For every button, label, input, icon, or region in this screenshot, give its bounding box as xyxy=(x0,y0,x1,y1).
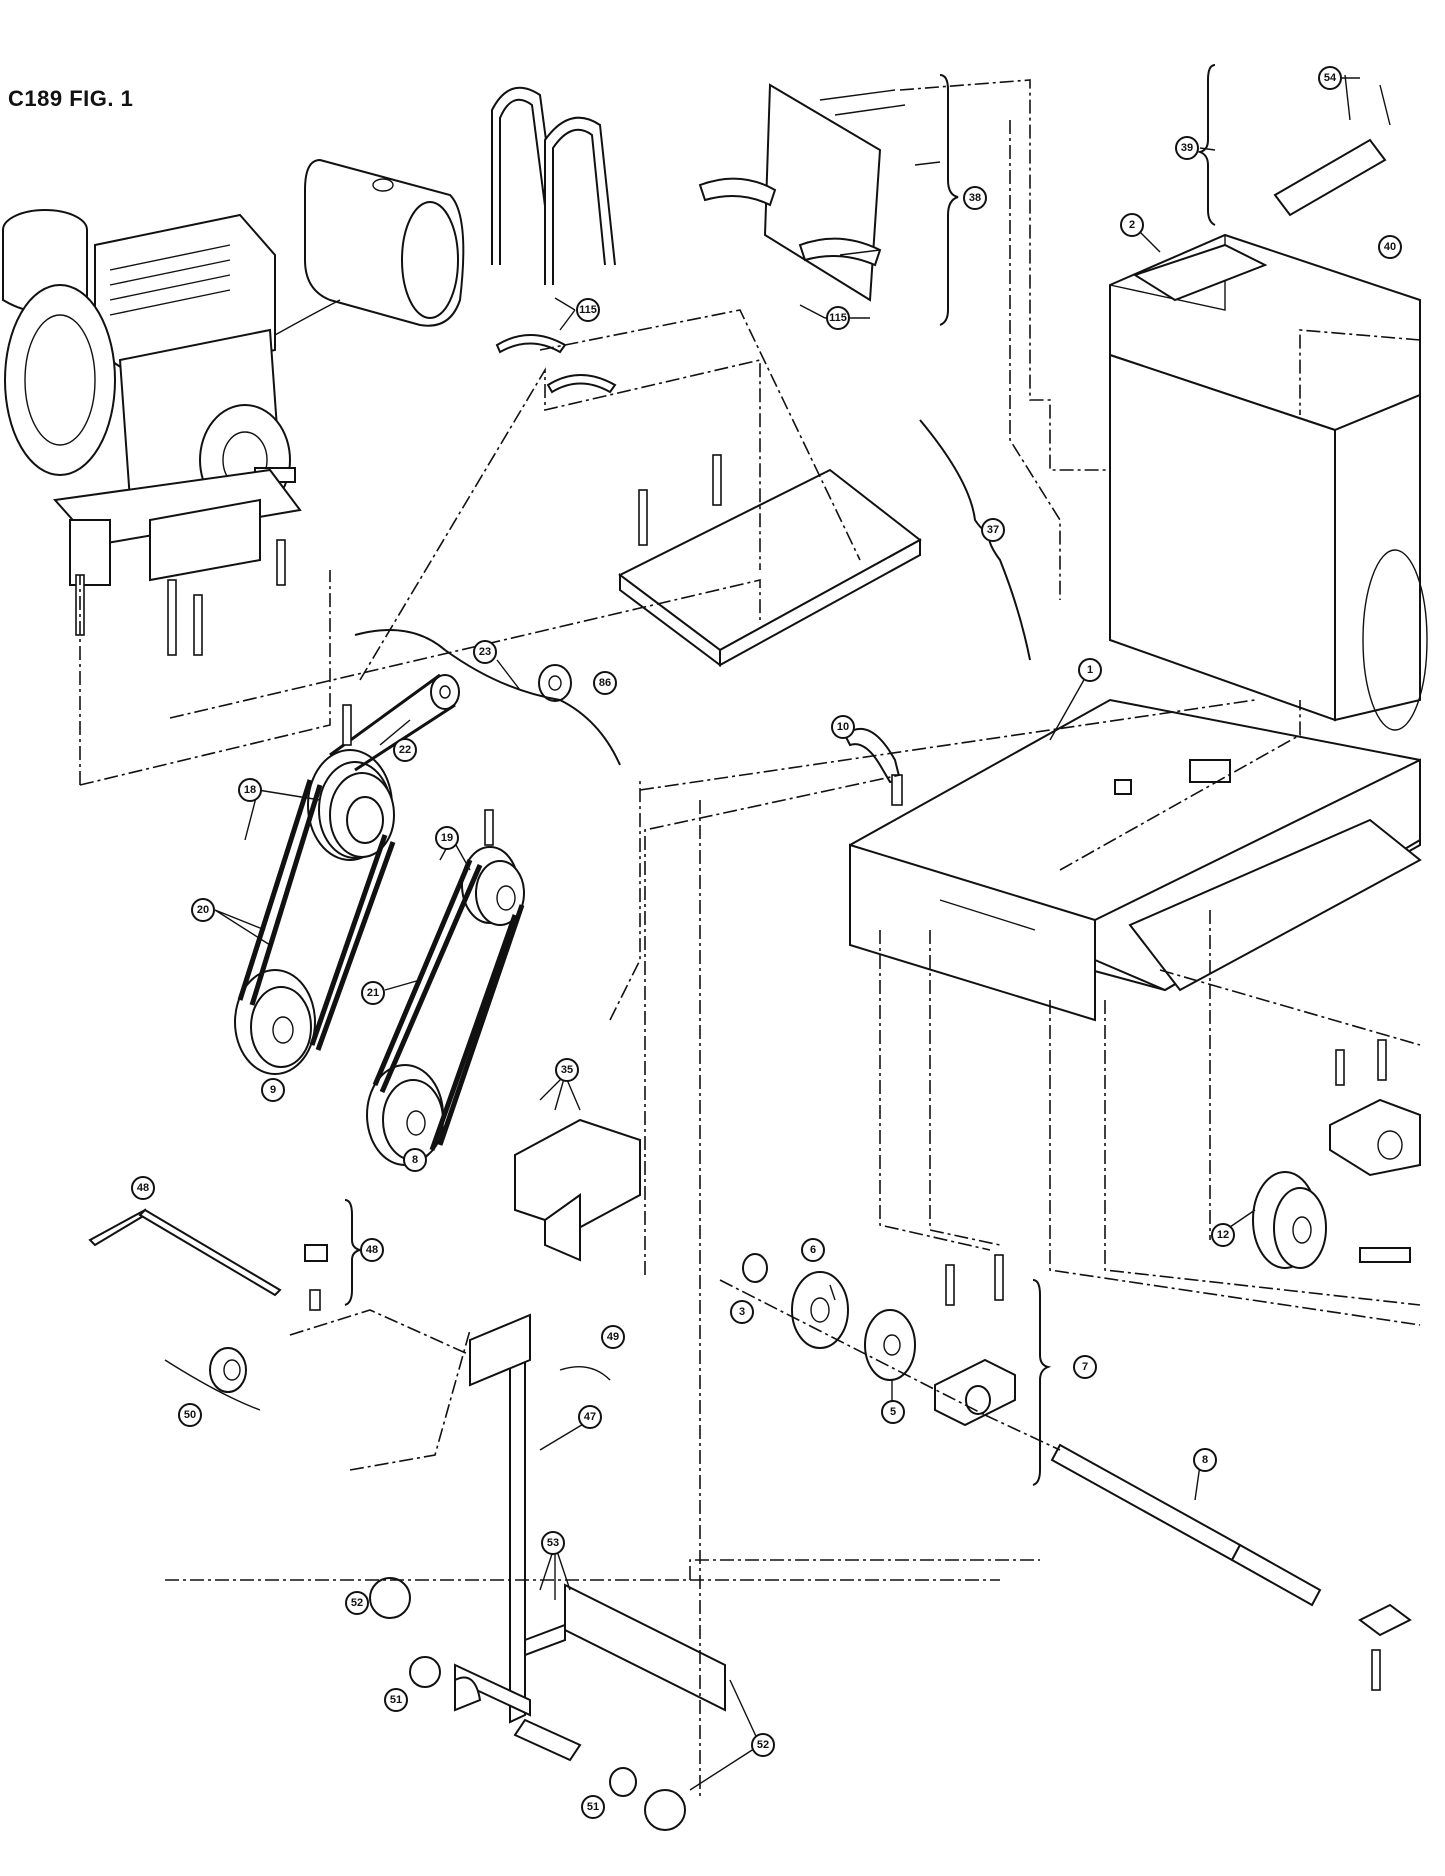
svg-text:8: 8 xyxy=(1202,1454,1208,1466)
callout-21: 21 xyxy=(361,981,385,1005)
svg-text:38: 38 xyxy=(969,192,981,204)
callout-9: 9 xyxy=(261,1078,285,1102)
belt-guard-35 xyxy=(514,1118,641,1262)
svg-text:3: 3 xyxy=(739,1306,745,1318)
callout-48: 48 xyxy=(360,1238,384,1262)
svg-text:47: 47 xyxy=(584,1411,596,1423)
svg-text:48: 48 xyxy=(137,1182,149,1194)
callout-badges: 54 39 40 38 2 115 115 37 23 86 1 22 18 1… xyxy=(131,66,1402,1819)
svg-text:2: 2 xyxy=(1129,219,1135,231)
lift-stand-47 xyxy=(369,1313,726,1831)
callout-37: 37 xyxy=(981,518,1005,542)
callout-53: 53 xyxy=(541,1531,565,1555)
svg-text:52: 52 xyxy=(757,1739,769,1751)
svg-text:1: 1 xyxy=(1087,664,1093,676)
callout-115: 115 xyxy=(576,298,600,322)
callout-20: 20 xyxy=(191,898,215,922)
axle-assembly xyxy=(742,1098,1421,1637)
callout-40: 40 xyxy=(1378,235,1402,259)
callout-38: 38 xyxy=(963,186,987,210)
svg-text:21: 21 xyxy=(367,987,379,999)
svg-text:18: 18 xyxy=(244,784,256,796)
callout-51: 51 xyxy=(384,1688,408,1712)
callout-39: 39 xyxy=(1175,136,1199,160)
callout-3: 3 xyxy=(730,1300,754,1324)
svg-text:39: 39 xyxy=(1181,142,1193,154)
svg-text:50: 50 xyxy=(184,1409,196,1421)
callout-18: 18 xyxy=(238,778,262,802)
svg-text:51: 51 xyxy=(390,1694,402,1706)
callout-52: 52 xyxy=(751,1733,775,1757)
callout-6: 6 xyxy=(801,1238,825,1262)
svg-text:7: 7 xyxy=(1082,1361,1088,1373)
control-console xyxy=(1109,233,1428,731)
svg-text:49: 49 xyxy=(607,1331,619,1343)
callout-7: 7 xyxy=(1073,1355,1097,1379)
callout-115: 115 xyxy=(826,306,850,330)
svg-text:19: 19 xyxy=(441,832,453,844)
main-chassis xyxy=(849,698,1422,1022)
engine-assembly xyxy=(1,209,302,586)
tank-straps xyxy=(491,86,617,394)
callout-1: 1 xyxy=(1078,658,1102,682)
callout-49: 49 xyxy=(601,1325,625,1349)
callout-10: 10 xyxy=(831,715,855,739)
callout-54: 54 xyxy=(1318,66,1342,90)
callout-2: 2 xyxy=(1120,213,1144,237)
callout-23: 23 xyxy=(473,640,497,664)
figure-title: C189 FIG. 1 xyxy=(8,86,134,111)
callout-47: 47 xyxy=(578,1405,602,1429)
callout-8: 8 xyxy=(1193,1448,1217,1472)
svg-text:23: 23 xyxy=(479,646,491,658)
callout-35: 35 xyxy=(555,1058,579,1082)
svg-text:8: 8 xyxy=(412,1154,418,1166)
svg-text:52: 52 xyxy=(351,1597,363,1609)
svg-text:5: 5 xyxy=(890,1406,896,1418)
svg-text:48: 48 xyxy=(366,1244,378,1256)
callout-51: 51 xyxy=(581,1795,605,1819)
lever-48 xyxy=(88,1208,328,1311)
svg-text:115: 115 xyxy=(579,304,597,316)
lever-10 xyxy=(843,727,903,806)
callout-8: 8 xyxy=(403,1148,427,1172)
assembly-leader-lines xyxy=(79,79,1421,1800)
callout-86: 86 xyxy=(593,671,617,695)
tank-mounting-plate xyxy=(698,83,941,302)
svg-text:10: 10 xyxy=(837,721,849,733)
callout-52: 52 xyxy=(345,1591,369,1615)
engine-tray xyxy=(618,468,922,667)
gear-50 xyxy=(164,1347,261,1411)
belt-drive xyxy=(234,664,572,1166)
callout-12: 12 xyxy=(1211,1223,1235,1247)
svg-text:35: 35 xyxy=(561,1064,573,1076)
svg-text:53: 53 xyxy=(547,1537,559,1549)
svg-text:12: 12 xyxy=(1217,1229,1229,1241)
svg-text:115: 115 xyxy=(829,312,847,324)
callout-19: 19 xyxy=(435,826,459,850)
svg-text:40: 40 xyxy=(1384,241,1396,253)
svg-text:51: 51 xyxy=(587,1801,599,1813)
callout-50: 50 xyxy=(178,1403,202,1427)
bracket-39 xyxy=(1273,74,1391,217)
fuel-tank xyxy=(274,158,465,336)
svg-text:86: 86 xyxy=(599,677,611,689)
svg-text:20: 20 xyxy=(197,904,209,916)
callout-5: 5 xyxy=(881,1400,905,1424)
svg-text:6: 6 xyxy=(810,1244,816,1256)
svg-text:37: 37 xyxy=(987,524,999,536)
svg-text:9: 9 xyxy=(270,1084,276,1096)
svg-text:22: 22 xyxy=(399,744,411,756)
callout-22: 22 xyxy=(393,738,417,762)
svg-text:54: 54 xyxy=(1324,72,1337,84)
callout-48: 48 xyxy=(131,1176,155,1200)
